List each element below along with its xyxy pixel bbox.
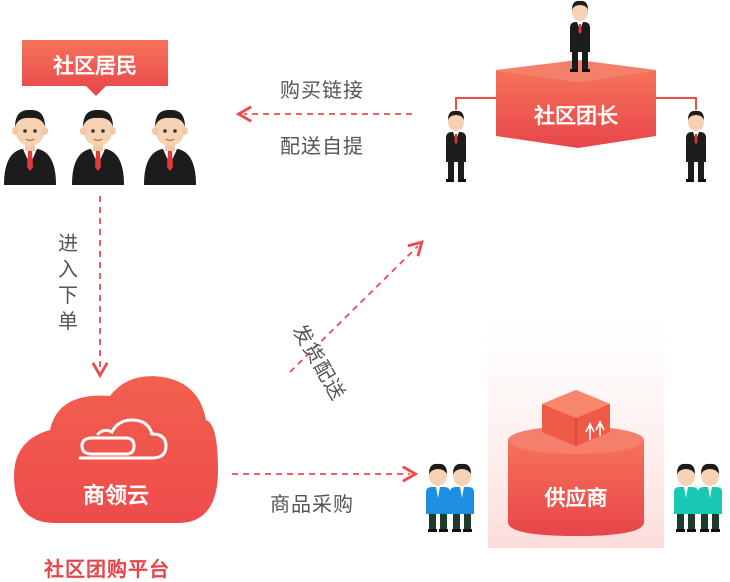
platform-cloud (14, 376, 218, 523)
cloud-icon (78, 418, 168, 460)
leader-connector-right (656, 97, 697, 110)
worker-person-icon (674, 463, 698, 532)
flow-line-supplier-leader (289, 240, 424, 373)
flow-label-enter-order: 进入下单 (58, 231, 79, 333)
residents-label-bubble (22, 40, 168, 96)
residents-label: 社区居民 (53, 54, 137, 78)
platform-name: 商领云 (82, 484, 149, 509)
leader-block-body (496, 70, 656, 148)
flow-label-procurement: 商品采购 (270, 492, 354, 516)
platform-caption: 社区团购平台 (44, 557, 170, 581)
supplier-label: 供应商 (544, 486, 608, 510)
resident-person-icon (143, 109, 197, 186)
worker-person-icon (698, 463, 722, 532)
supplier-cylinder-body (508, 440, 644, 536)
box-icon (542, 390, 610, 446)
resident-person-icon (71, 109, 125, 186)
member-person-icon (686, 110, 706, 182)
platform-group (14, 376, 218, 523)
residents-group (3, 40, 197, 186)
member-person-icon (446, 110, 466, 182)
leader-connector-left (455, 97, 496, 110)
flow-label-purchase-link: 购买链接 (280, 78, 364, 102)
resident-person-icon (3, 109, 57, 186)
flow-label-delivery-pickup: 配送自提 (280, 134, 364, 158)
leader-label: 社区团长 (534, 104, 618, 128)
supplier-group (426, 320, 722, 548)
worker-person-icon (450, 463, 474, 532)
leader-group (446, 0, 706, 182)
flow-lines (91, 105, 424, 483)
worker-person-icon (426, 463, 450, 532)
